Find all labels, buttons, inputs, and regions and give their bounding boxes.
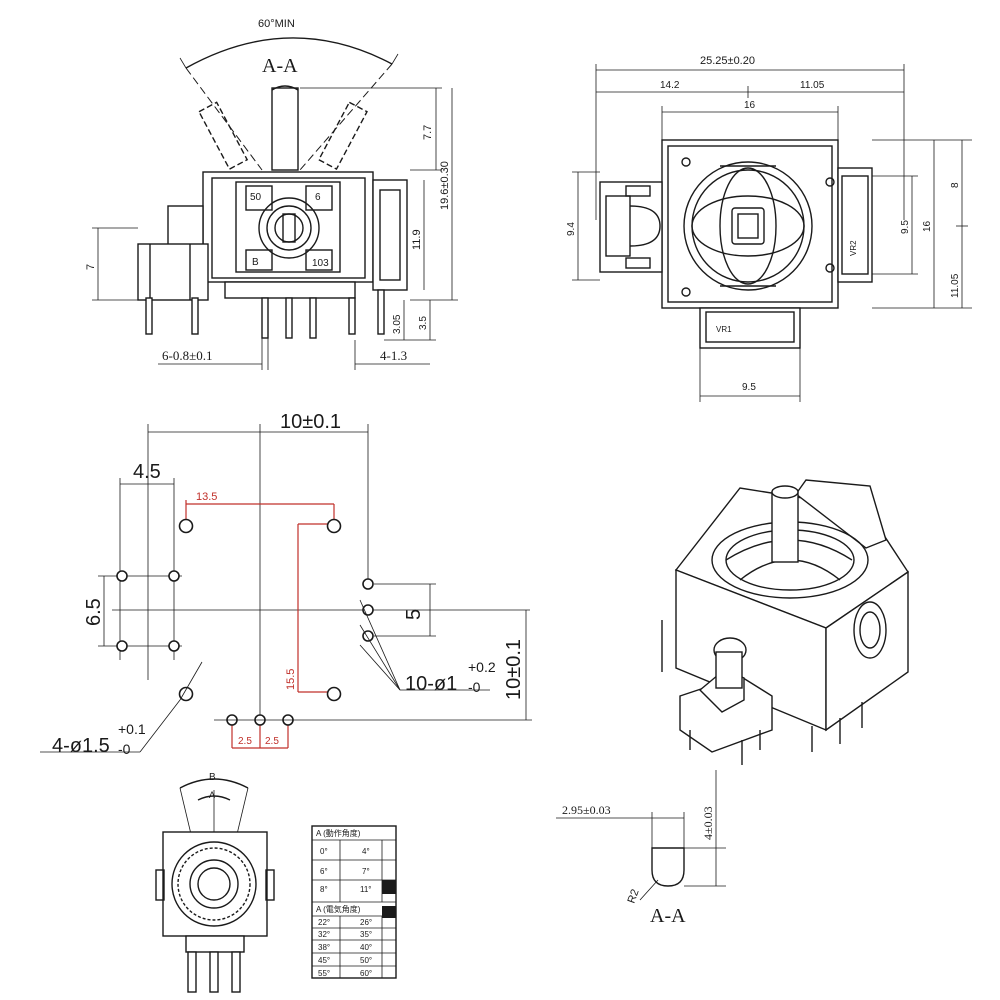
hole-large [178, 518, 194, 534]
pcb-footprint: 10±0.1 4.5 6.5 13.5 15.5 2.5 2.5 [40, 411, 532, 757]
table-cell: 40° [360, 943, 372, 952]
vr2-label: VR2 [849, 240, 858, 256]
red-dim-155: 15.5 [285, 669, 297, 690]
hole-small [168, 640, 180, 652]
angle-table: A (動作角度) A (電気角度) 0° 4° 6° 7° 8° 11° 22°… [311, 825, 397, 979]
right-8: 8 [950, 182, 961, 188]
table-cell: 32° [318, 930, 330, 939]
red-dim-135: 13.5 [196, 491, 217, 503]
width-right: 11.05 [800, 80, 825, 91]
dim-pin-b: 3.5 [418, 316, 429, 330]
holes-large-label: 4-ø1.5 [52, 735, 110, 757]
pot-view: B A [155, 772, 275, 993]
hole-large [178, 686, 194, 702]
iso-stick [771, 491, 799, 563]
front-body [202, 171, 374, 283]
dim-top: 7.7 [422, 125, 434, 140]
angle-arc [185, 37, 393, 69]
table-cell: 45° [318, 956, 330, 965]
dim-5: 5 [403, 609, 425, 620]
gimbal-outer [683, 161, 813, 291]
hole-large [326, 686, 342, 702]
section-label-front: A-A [262, 55, 298, 77]
holes-small-tol-minus: -0 [468, 679, 481, 695]
dim-height: 19.6±0.30 [439, 161, 451, 210]
table-cell: 55° [318, 969, 330, 978]
knob-radius: R2 [626, 888, 642, 905]
mark-6: 6 [315, 192, 321, 203]
isometric-view [661, 479, 909, 765]
mark-50: 50 [250, 192, 262, 203]
hole-large [326, 518, 342, 534]
dim-body: 11.9 [411, 229, 423, 250]
table-cell: 6° [320, 867, 328, 876]
knob-shape [651, 847, 685, 887]
holes-small-label: 10-ø1 [405, 673, 457, 695]
dim-10-vertical: 10±0.1 [503, 639, 525, 700]
knob-height: 4±0.03 [701, 806, 715, 840]
holes-small-tol-plus: +0.2 [468, 659, 496, 675]
bottom-width: 9.5 [742, 382, 756, 393]
dim-pin-a: 3.05 [392, 314, 403, 334]
pot-ring [258, 197, 320, 259]
body-width: 16 [744, 100, 756, 111]
pins-label: 6-0.8±0.1 [162, 348, 212, 363]
table-cell: 0° [320, 847, 328, 856]
right-16: 16 [922, 220, 933, 232]
table-cell: 4° [362, 847, 370, 856]
knob-section-label: A-A [650, 905, 686, 927]
mark-103: 103 [312, 258, 329, 269]
dim-left: 7 [85, 264, 97, 270]
width-total: 25.25±0.20 [700, 55, 755, 67]
table-header-1: A (動作角度) [316, 828, 361, 838]
right-95: 9.5 [900, 220, 911, 234]
table-cell: 50° [360, 956, 372, 965]
knob-section: 2.95±0.03 4±0.03 R2 A-A [556, 770, 726, 927]
vr1-label: VR1 [716, 325, 732, 334]
pot-label-B: B [209, 772, 216, 783]
hole-small [116, 570, 128, 582]
stick-shaft [271, 87, 299, 171]
table-cell: 8° [320, 885, 328, 894]
vr2-block [837, 167, 873, 283]
table-cell: 38° [318, 943, 330, 952]
dim-10-top: 10±0.1 [280, 411, 341, 433]
knob-diameter: 2.95±0.03 [562, 803, 611, 817]
table-header-2: A (電気角度) [316, 904, 361, 914]
table-cell: 22° [318, 918, 330, 927]
pin-width-label: 4-1.3 [380, 348, 407, 363]
front-view: 60°MIN A-A 50 6 B 103 [85, 18, 458, 370]
side-height: 9.4 [566, 222, 577, 236]
pot-label-A: A [209, 790, 215, 800]
angle-label: 60°MIN [258, 18, 295, 30]
dim-45: 4.5 [133, 461, 161, 483]
right-1105: 11.05 [950, 273, 961, 298]
holes-large-tol-minus: -0 [118, 741, 131, 757]
top-view: 25.25±0.20 14.2 11.05 16 9.4 [566, 55, 972, 402]
hole-small [116, 640, 128, 652]
width-left: 14.2 [660, 80, 680, 91]
holes-large-tol-plus: +0.1 [118, 721, 146, 737]
hole-small [362, 578, 374, 590]
table-cell: 60° [360, 969, 372, 978]
red-dim-25a: 2.5 [238, 736, 252, 747]
dim-65: 6.5 [83, 598, 105, 626]
table-cell: 11° [360, 885, 372, 894]
table-cell: 7° [362, 867, 370, 876]
mark-B: B [252, 257, 259, 268]
hole-small [168, 570, 180, 582]
table-cell: 26° [360, 918, 372, 927]
red-dim-25b: 2.5 [265, 736, 279, 747]
table-cell: 35° [360, 930, 372, 939]
